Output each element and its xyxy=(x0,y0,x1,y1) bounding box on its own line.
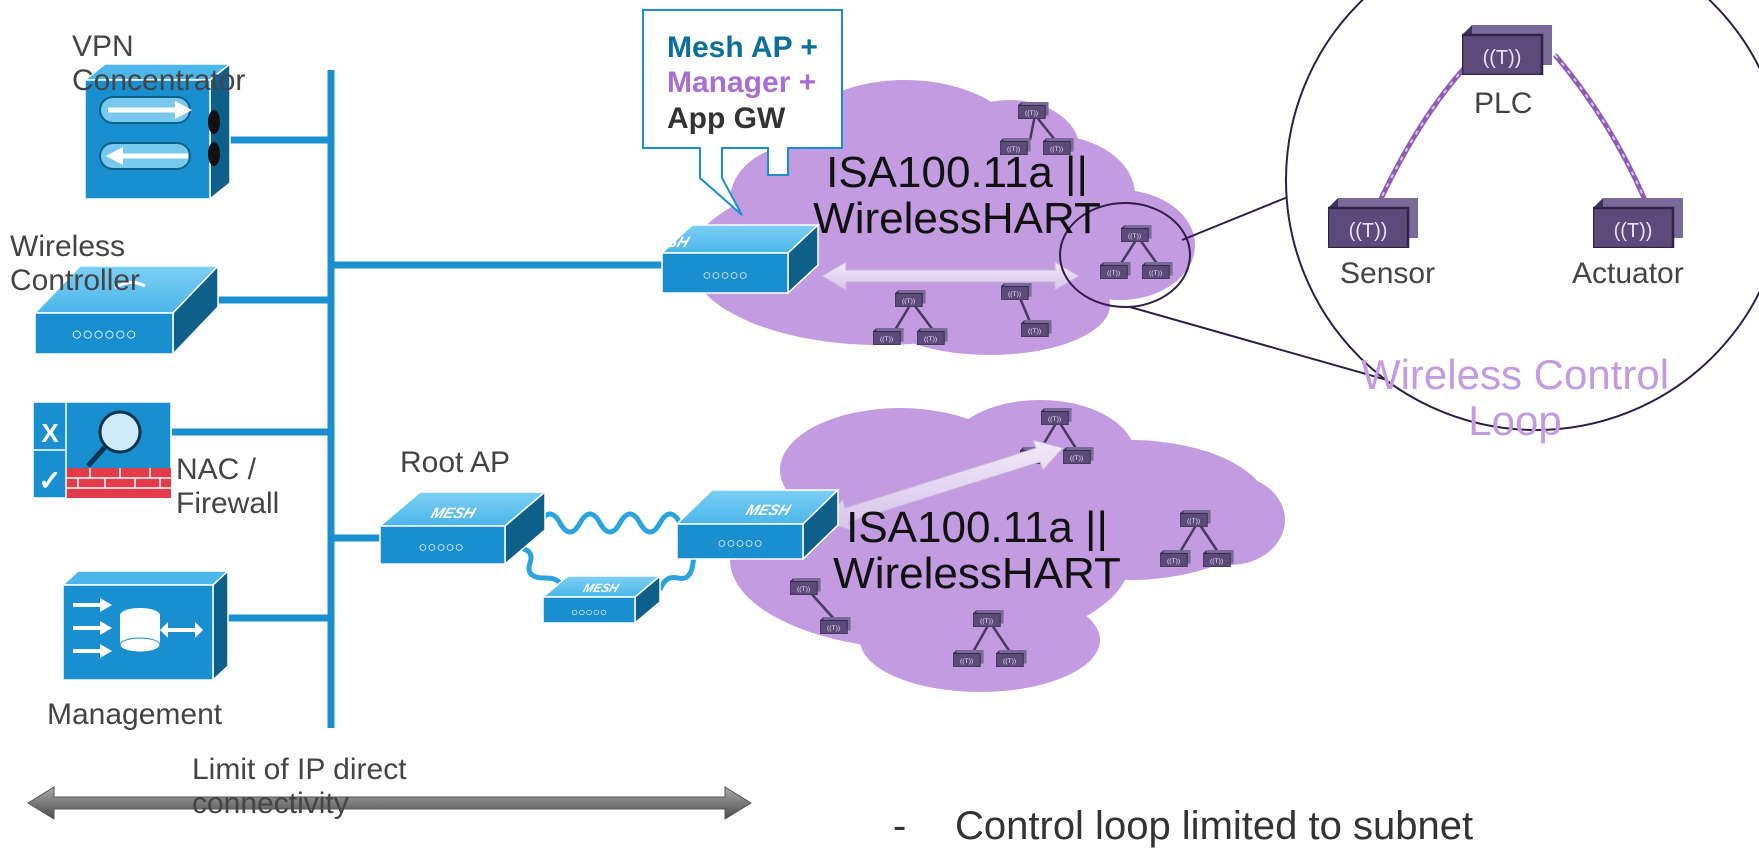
field-device-icon xyxy=(895,290,927,307)
field-device-icon xyxy=(1142,262,1174,279)
callout-line-manager: Manager + xyxy=(667,66,817,100)
plc-device-icon xyxy=(1462,25,1554,75)
svg-text:○○○○○: ○○○○○ xyxy=(418,539,463,556)
mesh-label: MESH xyxy=(428,505,478,521)
management-icon xyxy=(61,569,230,682)
actuator-device-icon xyxy=(1593,198,1685,248)
vpn-concentrator-icon xyxy=(82,62,233,201)
field-device-icon xyxy=(1001,283,1033,300)
ip-limit-arrow xyxy=(27,786,752,820)
field-device-icon xyxy=(820,617,852,634)
field-device-icon xyxy=(953,650,985,667)
svg-text:○○○○○: ○○○○○ xyxy=(717,535,762,552)
mesh-label: MESH xyxy=(743,502,793,518)
root-ap-icon: MESH ○○○○○ xyxy=(377,490,548,566)
callout-text: Mesh AP + Manager + App GW xyxy=(667,30,867,136)
wireless-controller-icon: ○○○○○○ xyxy=(33,264,220,356)
field-device-icon xyxy=(917,328,949,345)
field-device-icon xyxy=(1160,550,1192,567)
field-device-icon xyxy=(1180,510,1212,527)
actuator-label: Actuator xyxy=(1572,257,1684,290)
nac-firewall-label: NAC / Firewall xyxy=(176,453,280,520)
svg-text:X: X xyxy=(41,418,59,448)
bottom-cloud-arrow xyxy=(819,439,1064,531)
svg-text:✓: ✓ xyxy=(38,465,61,496)
top-network-label: ISA100.11a || WirelessHART xyxy=(813,148,1101,244)
top-cloud-arrow xyxy=(821,261,1080,291)
vpn-concentrator-label: VPN Concentrator xyxy=(72,30,246,97)
control-loop-title: Wireless Control Loop xyxy=(1360,351,1670,445)
field-device-icon xyxy=(973,610,1005,627)
field-device-icon xyxy=(1041,408,1073,425)
callout-line-app-gw: App GW xyxy=(667,101,786,135)
control-loop-circle xyxy=(1285,0,1759,431)
callout-box xyxy=(642,9,843,216)
svg-text:○○○○○: ○○○○○ xyxy=(571,605,607,619)
field-device-icon xyxy=(1121,225,1153,242)
field-device-icon xyxy=(873,328,905,345)
svg-text:○○○○○: ○○○○○ xyxy=(702,267,747,284)
field-device-icon xyxy=(1203,550,1235,567)
plc-label: PLC xyxy=(1474,87,1533,120)
footer-bullet-text: Control loop limited to subnet xyxy=(955,804,1474,848)
mesh-label: MESH xyxy=(581,581,622,595)
mesh-label: MESH xyxy=(642,234,692,250)
field-device-icon xyxy=(1063,447,1095,464)
sensor-device-icon xyxy=(1328,198,1420,248)
zoom-source-ring xyxy=(1059,202,1191,308)
mesh-ap-top-icon: MESH ○○○○○ xyxy=(642,223,820,295)
backbone xyxy=(172,70,662,728)
wireless-controller-label: Wireless Controller xyxy=(10,230,141,297)
field-device-icon xyxy=(996,650,1028,667)
bottom-cloud xyxy=(730,400,1285,692)
footer-bullet: - xyxy=(893,804,907,848)
mesh-ap-bottom-icon: MESH ○○○○○ xyxy=(675,488,840,561)
mesh-ap-small-icon: MESH ○○○○○ xyxy=(540,574,663,625)
ip-limit-label: Limit of IP direct connectivity xyxy=(192,753,407,820)
nac-firewall-icon: X ✓ xyxy=(32,401,172,499)
callout-line-mesh-ap: Mesh AP + xyxy=(667,31,818,64)
field-device-icon xyxy=(1018,102,1050,119)
management-label: Management xyxy=(47,698,223,731)
svg-text:○○○○○○: ○○○○○○ xyxy=(71,324,136,344)
bottom-network-label: ISA100.11a || WirelessHART xyxy=(833,503,1121,599)
field-device-icon xyxy=(1100,262,1132,279)
root-ap-label: Root AP xyxy=(400,446,511,479)
control-loop-links xyxy=(1375,53,1648,207)
sensor-label: Sensor xyxy=(1340,257,1436,290)
field-device-icon xyxy=(1021,320,1053,337)
